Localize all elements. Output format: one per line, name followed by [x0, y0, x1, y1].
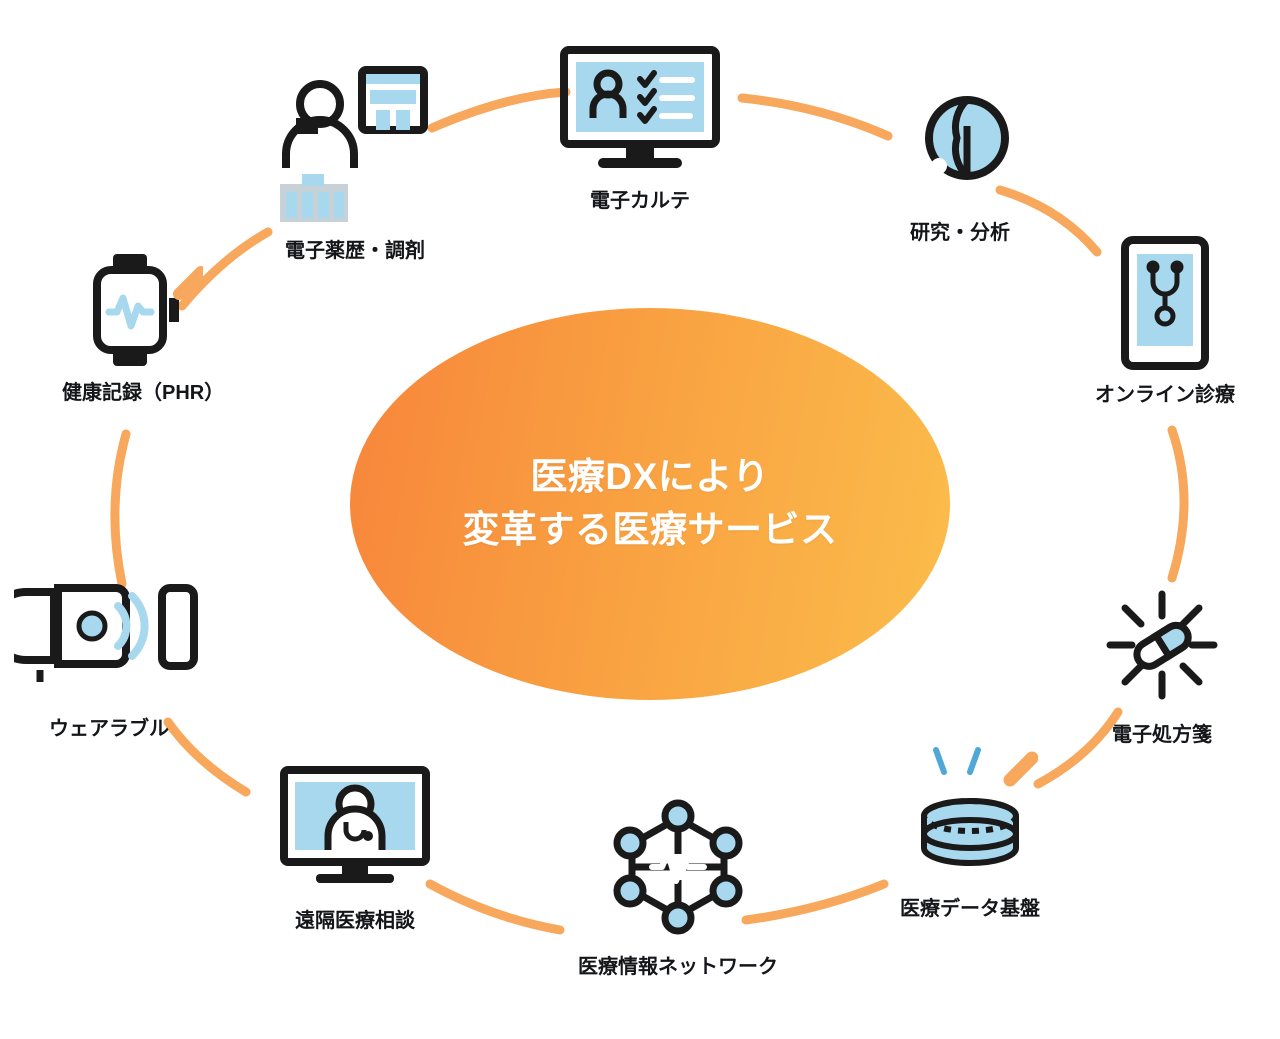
screen-doctor-icon — [280, 766, 430, 901]
node-health-data-network[interactable]: 医療情報ネットワーク — [578, 792, 778, 980]
node-label: 研究・分析 — [910, 222, 1010, 244]
capsule-pill-icon — [1092, 580, 1232, 715]
node-pharmacy-dispensing[interactable]: 電子薬歴・調剤 — [270, 56, 440, 264]
center-ellipse: 医療DXにより 変革する医療サービス — [350, 308, 950, 700]
node-medical-research[interactable]: 研究・分析 — [895, 88, 1025, 246]
wearable-signal-icon — [0, 574, 204, 709]
node-personal-health-record[interactable]: 健康記録（PHR） — [62, 252, 224, 406]
node-label: 医療情報ネットワーク — [578, 956, 778, 978]
node-label: 電子処方箋 — [1112, 724, 1212, 746]
node-label: 電子カルテ — [590, 190, 690, 212]
node-label: オンライン診療 — [1095, 384, 1235, 406]
node-online-medical-care[interactable]: オンライン診療 — [1095, 236, 1235, 408]
node-label: 遠隔医療相談 — [295, 910, 415, 932]
magnifier-pill-icon — [895, 88, 1025, 213]
pharmacy-store-icon — [270, 56, 440, 231]
node-medical-data-platform[interactable]: 医療データ基盤 — [900, 744, 1040, 922]
node-label: 健康記録（PHR） — [62, 382, 225, 404]
node-electronic-prescription[interactable]: 電子処方箋 — [1092, 580, 1232, 748]
center-title: 医療DXにより 変革する医療サービス — [462, 456, 838, 550]
smartphone-stethoscope-icon — [1119, 236, 1211, 375]
node-label: 医療データ基盤 — [900, 898, 1040, 920]
node-remote-consultation[interactable]: 遠隔医療相談 — [280, 766, 430, 934]
network-pulse-icon — [598, 792, 758, 947]
database-icon — [902, 744, 1039, 889]
smartwatch-pulse-icon — [83, 252, 208, 373]
node-label: 電子薬歴・調剤 — [285, 240, 425, 262]
monitor-patient-record-icon — [560, 46, 720, 181]
node-electronic-medical-record[interactable]: 電子カルテ — [560, 46, 720, 214]
node-label: ウェアラブル — [49, 718, 169, 740]
node-wearable-monitoring[interactable]: ウェアラブル — [0, 574, 204, 742]
